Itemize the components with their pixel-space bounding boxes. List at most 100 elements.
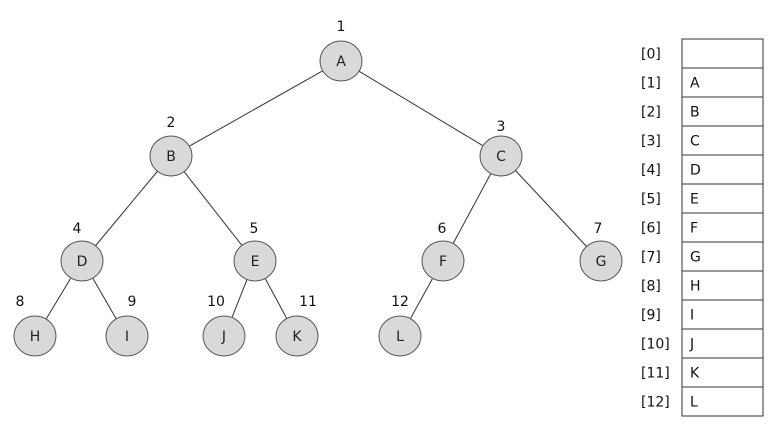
node-label: E	[251, 254, 260, 270]
tree-edges	[45, 69, 588, 321]
node-circle	[319, 40, 363, 82]
node-circle	[149, 135, 193, 177]
array-index-label: [4]	[641, 163, 661, 179]
array-cell-value: A	[690, 76, 700, 92]
array-cell-value: L	[690, 395, 698, 411]
tree-node-e: E5	[233, 221, 277, 282]
array-row: [4] D	[641, 154, 764, 185]
tree-node-c: C3	[479, 119, 523, 177]
node-label: J	[221, 329, 226, 345]
array-cell	[681, 125, 764, 156]
edge-a-c	[357, 70, 485, 147]
array-table: [0][1]A[2]B[3]C[4]D[5]E[6]F[7]G[8]H[9]I[…	[641, 38, 764, 417]
edge-e-j	[231, 278, 248, 319]
node-label: D	[77, 254, 88, 270]
array-cell	[681, 96, 764, 127]
array-row: [8]H	[641, 270, 764, 301]
array-row: [6] F	[641, 212, 764, 243]
node-circle	[479, 135, 523, 177]
tree-node-g: G7	[579, 221, 623, 282]
node-index-label: 6	[438, 221, 447, 237]
tree-node-b: B2	[149, 115, 193, 177]
array-cell	[681, 299, 764, 330]
tree-node-h: H8	[13, 294, 57, 357]
edge-a-b	[188, 69, 324, 148]
tree-node-d: D4	[60, 221, 104, 282]
node-index-label: 9	[128, 294, 137, 310]
array-row: [3] C	[641, 125, 764, 156]
node-label: F	[439, 254, 447, 270]
node-index-label: 11	[299, 294, 317, 310]
edge-b-e	[183, 170, 243, 247]
array-cell-value: K	[690, 366, 700, 382]
array-cell-value: H	[690, 279, 701, 295]
array-row: [5] E	[641, 183, 764, 214]
array-row: [10]J	[641, 328, 764, 359]
array-index-label: [9]	[641, 308, 661, 324]
array-row: [2] B	[641, 96, 764, 127]
tree-node-f: F6	[421, 221, 465, 282]
node-circle	[13, 315, 57, 357]
array-cell	[681, 212, 764, 243]
array-row: [9]I	[641, 299, 764, 330]
edge-e-k	[264, 277, 288, 320]
edge-f-l	[409, 277, 434, 320]
node-circle	[579, 240, 623, 282]
array-cell	[681, 386, 764, 417]
array-cell	[681, 241, 764, 272]
node-label: G	[596, 254, 607, 270]
node-circle	[233, 240, 277, 282]
node-index-label: 1	[337, 19, 346, 35]
node-label: A	[336, 54, 346, 70]
array-index-label: [0]	[641, 47, 661, 63]
node-circle	[421, 240, 465, 282]
array-index-label: [5]	[641, 192, 661, 208]
edge-c-g	[514, 169, 588, 248]
node-label: B	[166, 149, 176, 165]
node-index-label: 7	[594, 221, 603, 237]
array-cell-value: F	[690, 221, 698, 237]
array-cell	[681, 183, 764, 214]
node-label: C	[496, 149, 506, 165]
node-label: H	[30, 329, 41, 345]
tree-node-i: I9	[105, 294, 149, 357]
array-row: [0]	[641, 38, 764, 69]
tree-node-l: L12	[378, 294, 422, 357]
tree-node-j: J 10	[202, 294, 246, 357]
array-cell-value: B	[690, 105, 700, 121]
array-index-label: [7]	[641, 250, 661, 266]
node-label: K	[292, 329, 302, 345]
array-row: [12]L	[641, 386, 764, 417]
array-cell	[681, 357, 764, 388]
edge-c-f	[452, 172, 492, 245]
array-cell	[681, 38, 764, 69]
edge-d-h	[45, 276, 72, 321]
array-index-label: [2]	[641, 105, 661, 121]
array-index-label: [11]	[641, 366, 670, 382]
node-circle	[60, 240, 104, 282]
node-label: L	[396, 329, 404, 345]
array-row: [11] K	[641, 357, 764, 388]
node-label: I	[125, 329, 129, 345]
node-circle	[105, 315, 149, 357]
node-circle	[378, 315, 422, 357]
node-index-label: 10	[207, 294, 225, 310]
node-circle	[275, 315, 319, 357]
array-cell-value: D	[690, 163, 701, 179]
array-cell-value: E	[690, 192, 699, 208]
array-cell	[681, 328, 764, 359]
array-index-label: [6]	[641, 221, 661, 237]
node-index-label: 4	[73, 221, 82, 237]
array-cell	[681, 154, 764, 185]
edge-d-i	[91, 277, 118, 320]
array-cell-value: G	[690, 250, 701, 266]
node-index-label: 5	[250, 221, 259, 237]
tree-node-a: A1	[319, 19, 363, 82]
node-index-label: 2	[167, 115, 176, 131]
array-cell-value: C	[690, 134, 700, 150]
array-index-label: [3]	[641, 134, 661, 150]
array-cell	[681, 270, 764, 301]
tree-node-k: K 11	[275, 294, 319, 357]
